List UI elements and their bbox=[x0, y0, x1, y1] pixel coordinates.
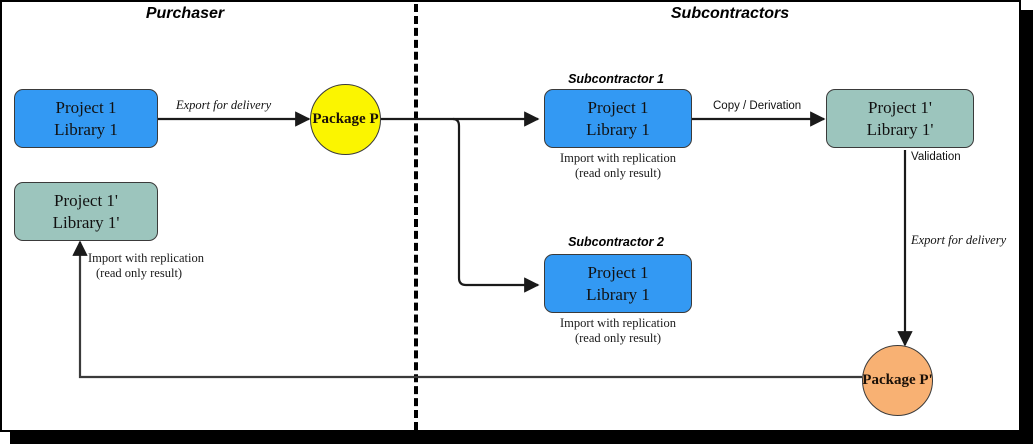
frame-shadow-bottom bbox=[10, 432, 1033, 444]
swimlane-title-purchaser: Purchaser bbox=[145, 5, 225, 22]
node-line-2: Library 1' bbox=[866, 119, 934, 139]
node-line-2: Library 1 bbox=[586, 119, 650, 139]
caption-sub2-project: Import with replication (read only resul… bbox=[544, 316, 692, 347]
package-p-prime-label: Package P' bbox=[862, 372, 933, 388]
edge-label-validation: Validation bbox=[911, 151, 961, 163]
node-line-1: Project 1' bbox=[868, 98, 932, 118]
caption-line-1: Import with replication bbox=[560, 151, 676, 165]
node-line-2: Library 1 bbox=[586, 284, 650, 304]
header-subcontractor-2: Subcontractor 2 bbox=[568, 235, 664, 249]
node-line-2: Library 1' bbox=[52, 212, 120, 232]
node-line-1: Project 1 bbox=[587, 98, 649, 118]
node-line-2: Library 1 bbox=[54, 119, 118, 139]
header-subcontractor-1: Subcontractor 1 bbox=[568, 72, 664, 86]
caption-line-2: (read only result) bbox=[574, 166, 662, 181]
swimlane-title-subcontractors: Subcontractors bbox=[670, 5, 790, 22]
node-sub1-project[interactable]: Project 1 Library 1 bbox=[544, 89, 692, 148]
caption-line-2: (read only result) bbox=[574, 331, 662, 346]
caption-sub1-project: Import with replication (read only resul… bbox=[544, 151, 692, 182]
node-line-1: Project 1' bbox=[54, 191, 118, 211]
caption-purchaser-result: Import with replication (read only resul… bbox=[88, 251, 308, 282]
caption-line-2: (read only result) bbox=[96, 266, 183, 281]
caption-line-1: Import with replication bbox=[560, 316, 676, 330]
node-purchaser-source[interactable]: Project 1 Library 1 bbox=[14, 89, 158, 148]
node-line-1: Project 1 bbox=[587, 263, 649, 283]
node-sub1-derived[interactable]: Project 1' Library 1' bbox=[826, 89, 974, 148]
node-package-p-prime[interactable]: Package P' bbox=[862, 345, 933, 416]
node-line-1: Project 1 bbox=[55, 98, 117, 118]
swimlane-divider bbox=[414, 4, 418, 430]
edge-label-export-left: Export for delivery bbox=[176, 98, 272, 112]
package-p-label: Package P bbox=[312, 111, 379, 127]
node-sub2-project[interactable]: Project 1 Library 1 bbox=[544, 254, 692, 313]
node-package-p[interactable]: Package P bbox=[310, 84, 381, 155]
edge-label-export-right: Export for delivery bbox=[911, 233, 1007, 247]
edge-label-copy-derivation: Copy / Derivation bbox=[713, 100, 802, 112]
node-purchaser-result[interactable]: Project 1' Library 1' bbox=[14, 182, 158, 241]
frame-shadow-right bbox=[1021, 10, 1033, 444]
caption-line-1: Import with replication bbox=[88, 251, 204, 265]
